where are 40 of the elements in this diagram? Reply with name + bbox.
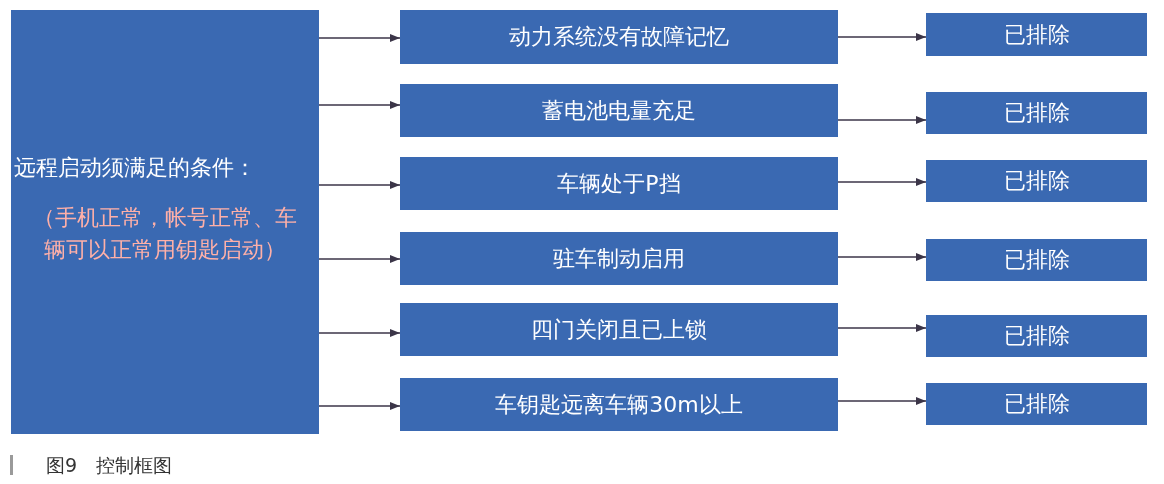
process-box	[926, 160, 1147, 202]
box-label: 已排除	[1003, 246, 1070, 274]
box-label: 已排除	[1003, 20, 1070, 49]
arrow	[837, 116, 927, 124]
process-box	[400, 232, 838, 285]
process-box	[926, 92, 1147, 134]
arrow	[837, 397, 927, 405]
process-box	[400, 303, 838, 356]
arrow	[318, 329, 401, 337]
arrow	[837, 253, 927, 261]
figure-caption: 图9 控制框图	[46, 453, 173, 478]
box-label: 四门关闭且已上锁	[531, 315, 707, 344]
box-label: 蓄电池电量充足	[542, 96, 696, 125]
box-label: 动力系统没有故障记忆	[509, 23, 729, 51]
box-label: 驻车制动启用	[553, 244, 685, 273]
process-box	[400, 10, 838, 64]
box-label: 已排除	[1003, 390, 1070, 418]
arrow	[318, 101, 401, 109]
arrow	[318, 402, 401, 410]
arrow	[318, 255, 401, 263]
process-box	[11, 10, 319, 434]
box-label: 已排除	[1003, 167, 1070, 195]
process-box	[926, 383, 1147, 425]
arrow	[318, 181, 401, 189]
box-label: 车钥匙远离车辆30m以上	[495, 390, 743, 419]
process-box	[926, 239, 1147, 281]
process-box	[400, 84, 838, 137]
arrow	[837, 324, 927, 332]
process-box	[400, 378, 838, 431]
box-label: 已排除	[1003, 322, 1070, 350]
arrow	[837, 33, 927, 41]
box-heading: 远程启动须满足的条件：	[14, 154, 257, 182]
arrow	[837, 178, 927, 186]
box-label: 已排除	[1003, 99, 1070, 127]
process-box	[926, 13, 1147, 56]
arrow	[318, 34, 401, 42]
process-box	[400, 157, 838, 210]
process-box	[926, 315, 1147, 357]
box-label: 车辆处于P挡	[557, 169, 681, 198]
box-note: （手机正常，帐号正常、车辆可以正常用钥匙启动）	[31, 204, 298, 264]
